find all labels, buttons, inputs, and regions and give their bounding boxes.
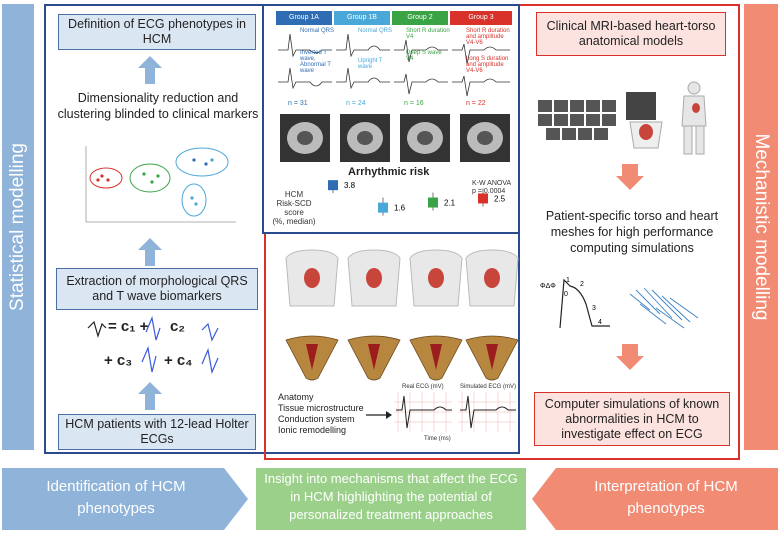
biomarker-extraction-box: Extraction of morphological QRS and T wa… [56,268,258,310]
group-1a-note-1: Normal QRS [300,28,335,34]
arrow-up-icon [138,56,162,84]
real-ecg-label: Real ECG (mV) [402,384,444,390]
group-2-n: n = 16 [404,100,424,107]
torso-heart-simulations [285,249,519,381]
computer-simulations-box: Computer simulations of known abnormalit… [534,392,730,446]
group-2-header: Group 2 [392,11,448,25]
arrow-down-icon [616,344,644,370]
risk-box-2 [378,202,388,213]
risk-box-4 [478,193,488,204]
equation-term-c4: + c₄ [164,352,193,369]
ap-label-0: 0 [564,291,568,298]
interpretation-label: Interpretation of HCM phenotypes [594,478,738,517]
group-1a-n: n = 31 [288,100,308,107]
simulated-ecg-label: Simulated ECG (mV) [460,384,517,390]
group-2-note-2: Deep S wave V4 [406,50,442,62]
arrow-up-icon [138,238,162,266]
group-3-note-2: Long S duration and amplitude V4-V6 [466,56,509,74]
interpretation-arrow [532,468,778,530]
mri-slices [280,114,510,162]
cluster-scatter-plot [85,146,236,223]
risk-ylabel: HCM Risk-SCD score (%, median) [270,190,318,226]
ap-label-4: 4 [598,319,602,326]
equation-term-c2: c₂ [170,318,186,335]
identification-label: Identification of HCM phenotypes [46,478,186,517]
factor-tissue: Tissue microstructure [278,403,364,413]
time-axis-label: Time (ms) [424,436,451,442]
group-1b-n: n = 24 [346,100,366,107]
anova-label: K-W ANOVA [472,180,512,187]
arrow-right-icon [366,411,392,419]
group-1b-note-1: Normal QRS [358,28,393,34]
group-1a-note-2: Inverted T wave, Abnormal T wave [300,50,331,74]
insight-box [256,468,526,530]
anova-pvalue: p = 0.0004 [472,188,506,195]
arrow-down-icon [616,164,644,190]
risk-ylabel-line-2: Risk-SCD [276,199,312,208]
statistical-modelling-bar: Statistical modelling [2,4,34,450]
mechanistic-modelling-label: Mechanistic modelling [751,133,772,321]
risk-value-3: 2.1 [444,199,456,208]
factor-anatomy: Anatomy [278,392,314,402]
ap-label-2: 2 [580,281,584,288]
mri-models-box: Clinical MRI-based heart-torso anatomica… [536,12,726,56]
mechanistic-modelling-bar: Mechanistic modelling [744,4,778,450]
ap-label-3: 3 [592,305,596,312]
risk-boxplot: 3.8 1.6 2.1 2.5 [328,180,506,216]
group-ecg-traces [278,33,510,97]
group-1b-header: Group 1B [334,11,390,25]
statistical-modelling-label: Statistical modelling [7,143,28,311]
simulation-factors: Anatomy Tissue microstructure Conduction… [278,392,364,436]
risk-ylabel-line-4: (%, median) [272,217,316,226]
equation-term-c1: = c₁ + [108,318,149,335]
ap-label-1: 1 [566,277,570,284]
group-3-n: n = 22 [466,100,486,107]
ecg-phenotypes-box: Definition of ECG phenotypes in HCM [58,14,256,50]
factor-ionic: Ionic remodelling [278,425,347,435]
insight-label: Insight into mechanisms that affect the … [264,471,518,522]
risk-value-1: 3.8 [344,181,356,190]
group-3-header: Group 3 [450,11,512,25]
equation-term-c3: + c₃ [104,352,133,369]
group-1a-header: Group 1A [276,11,332,25]
group-2-note-1: Short R duration V4 [406,28,450,40]
arrhythmic-risk-title: Arrhythmic risk [348,166,430,178]
group-3-note-1: Short R duration and amplitude V4-V6 [466,28,510,46]
dimensionality-reduction-text: Dimensionality reduction and clustering … [57,91,259,121]
group-1b-note-2: Upright T wave [358,58,383,70]
factor-conduction: Conduction system [278,414,355,424]
risk-box-1 [328,180,338,191]
risk-ylabel-line-1: HCM [284,190,304,199]
heart-torso-models [538,81,707,155]
identification-arrow [2,468,248,530]
patient-meshes-text: Patient-specific torso and heart meshes … [545,209,719,255]
risk-value-4: 2.5 [494,194,506,203]
ap-ylabel: ΦΔΦ [540,283,556,290]
risk-ylabel-line-3: score [284,208,304,217]
risk-value-2: 1.6 [394,204,406,213]
risk-box-3 [428,197,438,208]
hcm-patients-box: HCM patients with 12-lead Holter ECGs [58,414,256,450]
ecg-comparison-plots [394,392,516,432]
arrow-up-icon [138,382,162,410]
action-potential-and-fibers: 0 1 2 3 4 ΦΔΦ [540,277,699,329]
ecg-decomposition-equation [87,315,219,375]
